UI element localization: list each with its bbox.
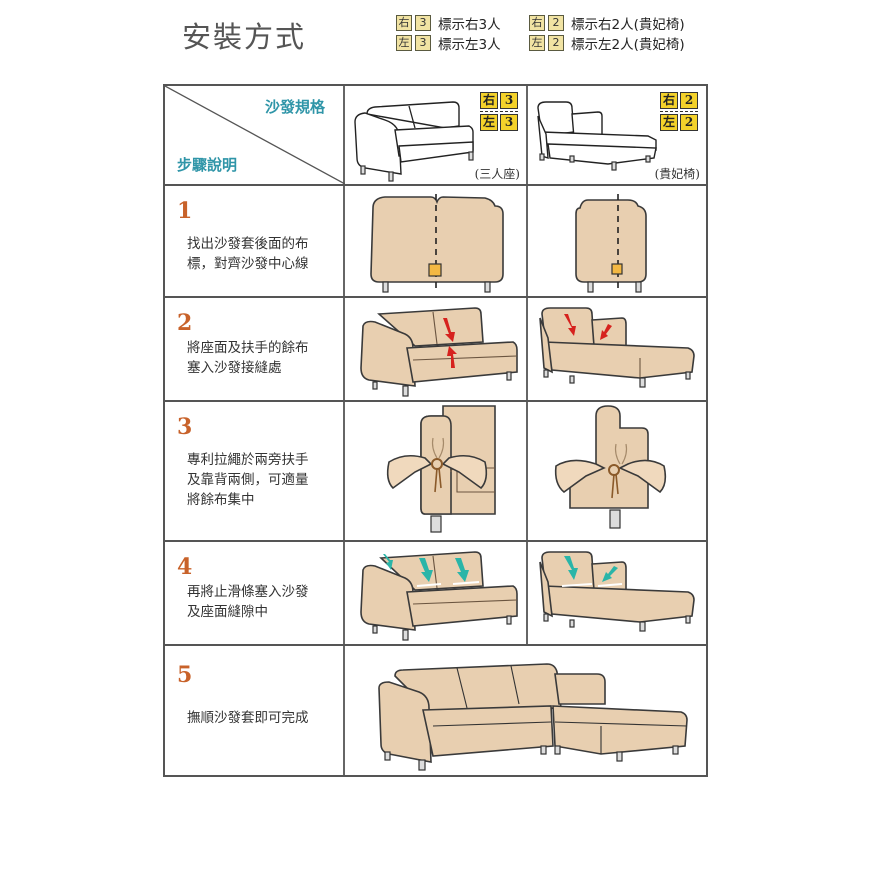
legend-text: 標示左3人 bbox=[438, 37, 501, 53]
step-number: 5 bbox=[177, 662, 193, 688]
step-header: 步驟說明 bbox=[177, 156, 238, 174]
legend-text: 標示右2人(貴妃椅) bbox=[571, 17, 685, 33]
chaise-tags: 右 2 左 2 bbox=[658, 92, 698, 131]
step-row-1: 1 找出沙發套後面的布 標，對齊沙發中心線 bbox=[165, 186, 706, 298]
chaise-spec-cell: 右 2 左 2 (貴妃椅) bbox=[528, 86, 706, 184]
legend-text: 標示右3人 bbox=[438, 17, 501, 33]
step-number: 2 bbox=[177, 310, 193, 336]
three-seat-tags: 右 3 左 3 bbox=[478, 92, 518, 131]
step-line: 及靠背兩側，可適量 bbox=[187, 472, 309, 488]
step-row-5: 5 撫順沙發套即可完成 bbox=[165, 646, 706, 775]
hands-tie-drawstring-chaise-icon bbox=[554, 405, 667, 529]
legend: 右 3 標示右3人 右 2 標示右2人(貴妃椅) 左 3 標示左3人 左 2 標… bbox=[396, 13, 729, 53]
step-text: 撫順沙發套即可完成 bbox=[187, 708, 337, 728]
step-1-three-seat-illustration bbox=[345, 186, 528, 296]
step-text: 找出沙發套後面的布 標，對齊沙發中心線 bbox=[187, 234, 337, 274]
step-line: 再將止滑條塞入沙發 bbox=[187, 584, 309, 600]
step-line: 專利拉繩於兩旁扶手 bbox=[187, 452, 309, 468]
step-3-three-seat-illustration bbox=[345, 402, 528, 540]
three-seat-tuck-arrows-icon bbox=[360, 307, 518, 397]
step-text: 再將止滑條塞入沙發 及座面縫隙中 bbox=[187, 582, 337, 622]
legend-item-left-3: 左 3 標示左3人 bbox=[396, 33, 529, 53]
step-2-three-seat-illustration bbox=[345, 298, 528, 400]
tag-num: 3 bbox=[500, 114, 518, 131]
num-box: 3 bbox=[415, 15, 431, 31]
step-line: 塞入沙發接縫處 bbox=[187, 360, 282, 376]
step-number: 1 bbox=[177, 198, 193, 224]
num-box: 3 bbox=[415, 35, 431, 51]
header-row: 沙發規格 步驟說明 右 3 左 bbox=[165, 86, 706, 186]
step-number: 3 bbox=[177, 414, 193, 440]
legend-item-right-3: 右 3 標示右3人 bbox=[396, 13, 529, 33]
chaise-tuck-arrows-icon bbox=[539, 307, 695, 388]
step-line: 撫順沙發套即可完成 bbox=[187, 710, 309, 726]
step-4-three-seat-illustration bbox=[345, 542, 528, 644]
tag-left: 左 bbox=[660, 114, 678, 131]
step-row-2: 2 將座面及扶手的餘布 塞入沙發接縫處 bbox=[165, 298, 706, 402]
side-box: 右 bbox=[396, 15, 412, 31]
sofa-back-centerline-icon bbox=[370, 194, 504, 293]
legend-row-right: 右 3 標示右3人 右 2 標示右2人(貴妃椅) bbox=[396, 13, 729, 33]
spec-header: 沙發規格 bbox=[264, 98, 325, 116]
three-seat-sofa-outline-icon bbox=[354, 101, 474, 182]
step-4-chaise-illustration bbox=[528, 542, 706, 644]
step-1-chaise-illustration bbox=[528, 186, 706, 296]
step-line: 將餘布集中 bbox=[187, 492, 255, 508]
finished-sectional-sofa-icon bbox=[378, 663, 688, 771]
step-text: 將座面及扶手的餘布 塞入沙發接縫處 bbox=[187, 338, 337, 378]
num-box: 2 bbox=[548, 35, 564, 51]
step-line: 找出沙發套後面的布 bbox=[187, 236, 309, 252]
step-5-description: 5 撫順沙發套即可完成 bbox=[165, 646, 345, 775]
three-seat-anti-slip-arrows-icon bbox=[360, 551, 518, 641]
chaise-back-centerline-icon bbox=[575, 194, 647, 293]
tag-num: 3 bbox=[500, 92, 518, 109]
num-box: 2 bbox=[548, 15, 564, 31]
chaise-anti-slip-arrows-icon bbox=[539, 551, 695, 632]
tag-num: 2 bbox=[680, 92, 698, 109]
legend-item-left-2: 左 2 標示左2人(貴妃椅) bbox=[529, 33, 729, 53]
side-box: 右 bbox=[529, 15, 545, 31]
step-1-description: 1 找出沙發套後面的布 標，對齊沙發中心線 bbox=[165, 186, 345, 296]
tag-left: 左 bbox=[480, 114, 498, 131]
tag-num: 2 bbox=[680, 114, 698, 131]
step-line: 標，對齊沙發中心線 bbox=[187, 256, 309, 272]
legend-row-left: 左 3 標示左3人 左 2 標示左2人(貴妃椅) bbox=[396, 33, 729, 53]
three-seat-spec-cell: 右 3 左 3 (三人座) bbox=[345, 86, 528, 184]
step-2-description: 2 將座面及扶手的餘布 塞入沙發接縫處 bbox=[165, 298, 345, 400]
step-3-chaise-illustration bbox=[528, 402, 706, 540]
header-diagonal-cell: 沙發規格 步驟說明 bbox=[165, 86, 345, 184]
instruction-table: 沙發規格 步驟說明 右 3 左 bbox=[163, 84, 708, 777]
step-4-description: 4 再將止滑條塞入沙發 及座面縫隙中 bbox=[165, 542, 345, 644]
step-5-finished-sofa-illustration bbox=[345, 646, 706, 775]
step-row-4: 4 再將止滑條塞入沙發 及座面縫隙中 bbox=[165, 542, 706, 646]
hands-tie-drawstring-icon bbox=[386, 405, 496, 533]
step-line: 將座面及扶手的餘布 bbox=[187, 340, 309, 356]
legend-item-right-2: 右 2 標示右2人(貴妃椅) bbox=[529, 13, 729, 33]
tag-right: 右 bbox=[480, 92, 498, 109]
side-box: 左 bbox=[396, 35, 412, 51]
three-seat-caption: (三人座) bbox=[474, 167, 520, 181]
page-title: 安裝方式 bbox=[182, 20, 307, 54]
diagonal-divider-icon bbox=[165, 86, 345, 184]
legend-text: 標示左2人(貴妃椅) bbox=[571, 37, 685, 53]
tag-right: 右 bbox=[660, 92, 678, 109]
step-2-chaise-illustration bbox=[528, 298, 706, 400]
chaise-caption: (貴妃椅) bbox=[654, 167, 700, 181]
chaise-sofa-outline-icon bbox=[537, 101, 657, 171]
step-text: 專利拉繩於兩旁扶手 及靠背兩側，可適量 將餘布集中 bbox=[187, 450, 337, 510]
side-box: 左 bbox=[529, 35, 545, 51]
step-row-3: 3 專利拉繩於兩旁扶手 及靠背兩側，可適量 將餘布集中 bbox=[165, 402, 706, 542]
step-number: 4 bbox=[177, 554, 193, 580]
step-3-description: 3 專利拉繩於兩旁扶手 及靠背兩側，可適量 將餘布集中 bbox=[165, 402, 345, 540]
step-line: 及座面縫隙中 bbox=[187, 604, 268, 620]
